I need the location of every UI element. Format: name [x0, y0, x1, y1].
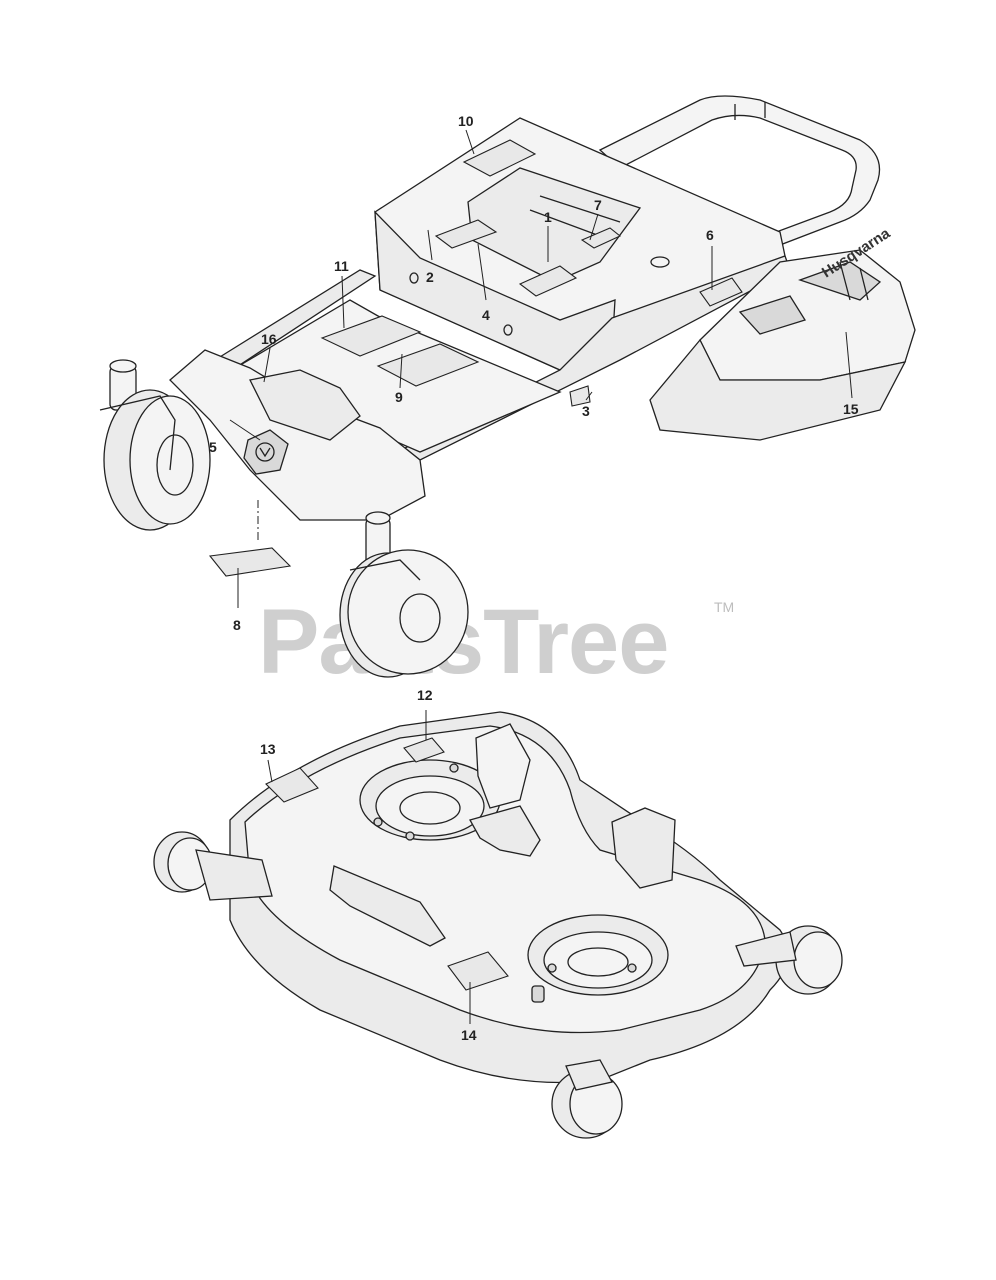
leader-lines — [229, 129, 853, 1024]
front-left-caster — [99, 359, 211, 531]
watermark-trademark: TM — [714, 599, 734, 615]
callout-1: 1 — [544, 209, 552, 225]
callout-11: 11 — [334, 258, 349, 274]
callout-6: 6 — [706, 227, 714, 243]
callout-12: 12 — [417, 687, 433, 703]
watermark: PartsTree TM — [258, 591, 734, 693]
callout-2: 2 — [426, 269, 434, 285]
center-bracket — [469, 805, 541, 857]
right-spindle-housing — [527, 914, 669, 996]
left-spindle-housing — [359, 759, 501, 841]
husqvarna-logo-badge — [243, 429, 289, 475]
deck-decal-center — [447, 951, 509, 991]
frame-assembly — [99, 95, 881, 678]
front-nose-cover — [169, 349, 426, 521]
decal-underside — [208, 547, 292, 577]
deck-decal-left — [265, 767, 319, 803]
front-right-caster — [339, 511, 469, 678]
callout-13: 13 — [260, 741, 276, 757]
callout-10: 10 — [458, 113, 474, 129]
callout-3: 3 — [582, 403, 590, 419]
deck-decal-top — [403, 737, 445, 763]
deck-left-gauge-wheel — [153, 831, 273, 901]
callout-9: 9 — [395, 389, 403, 405]
callout-5: 5 — [209, 439, 217, 455]
callout-8: 8 — [233, 617, 241, 633]
callout-7: 7 — [594, 197, 602, 213]
callout-labels: 1 2 3 4 5 6 7 8 9 10 11 12 13 14 15 16 — [209, 113, 859, 1043]
callout-15: 15 — [843, 401, 859, 417]
deck-rear-gauge-wheel — [551, 1059, 623, 1139]
deck-right-gauge-wheel — [735, 925, 843, 995]
callout-14: 14 — [461, 1027, 477, 1043]
callout-4: 4 — [482, 307, 490, 323]
callout-16: 16 — [261, 331, 277, 347]
mower-deck-assembly — [153, 711, 843, 1139]
